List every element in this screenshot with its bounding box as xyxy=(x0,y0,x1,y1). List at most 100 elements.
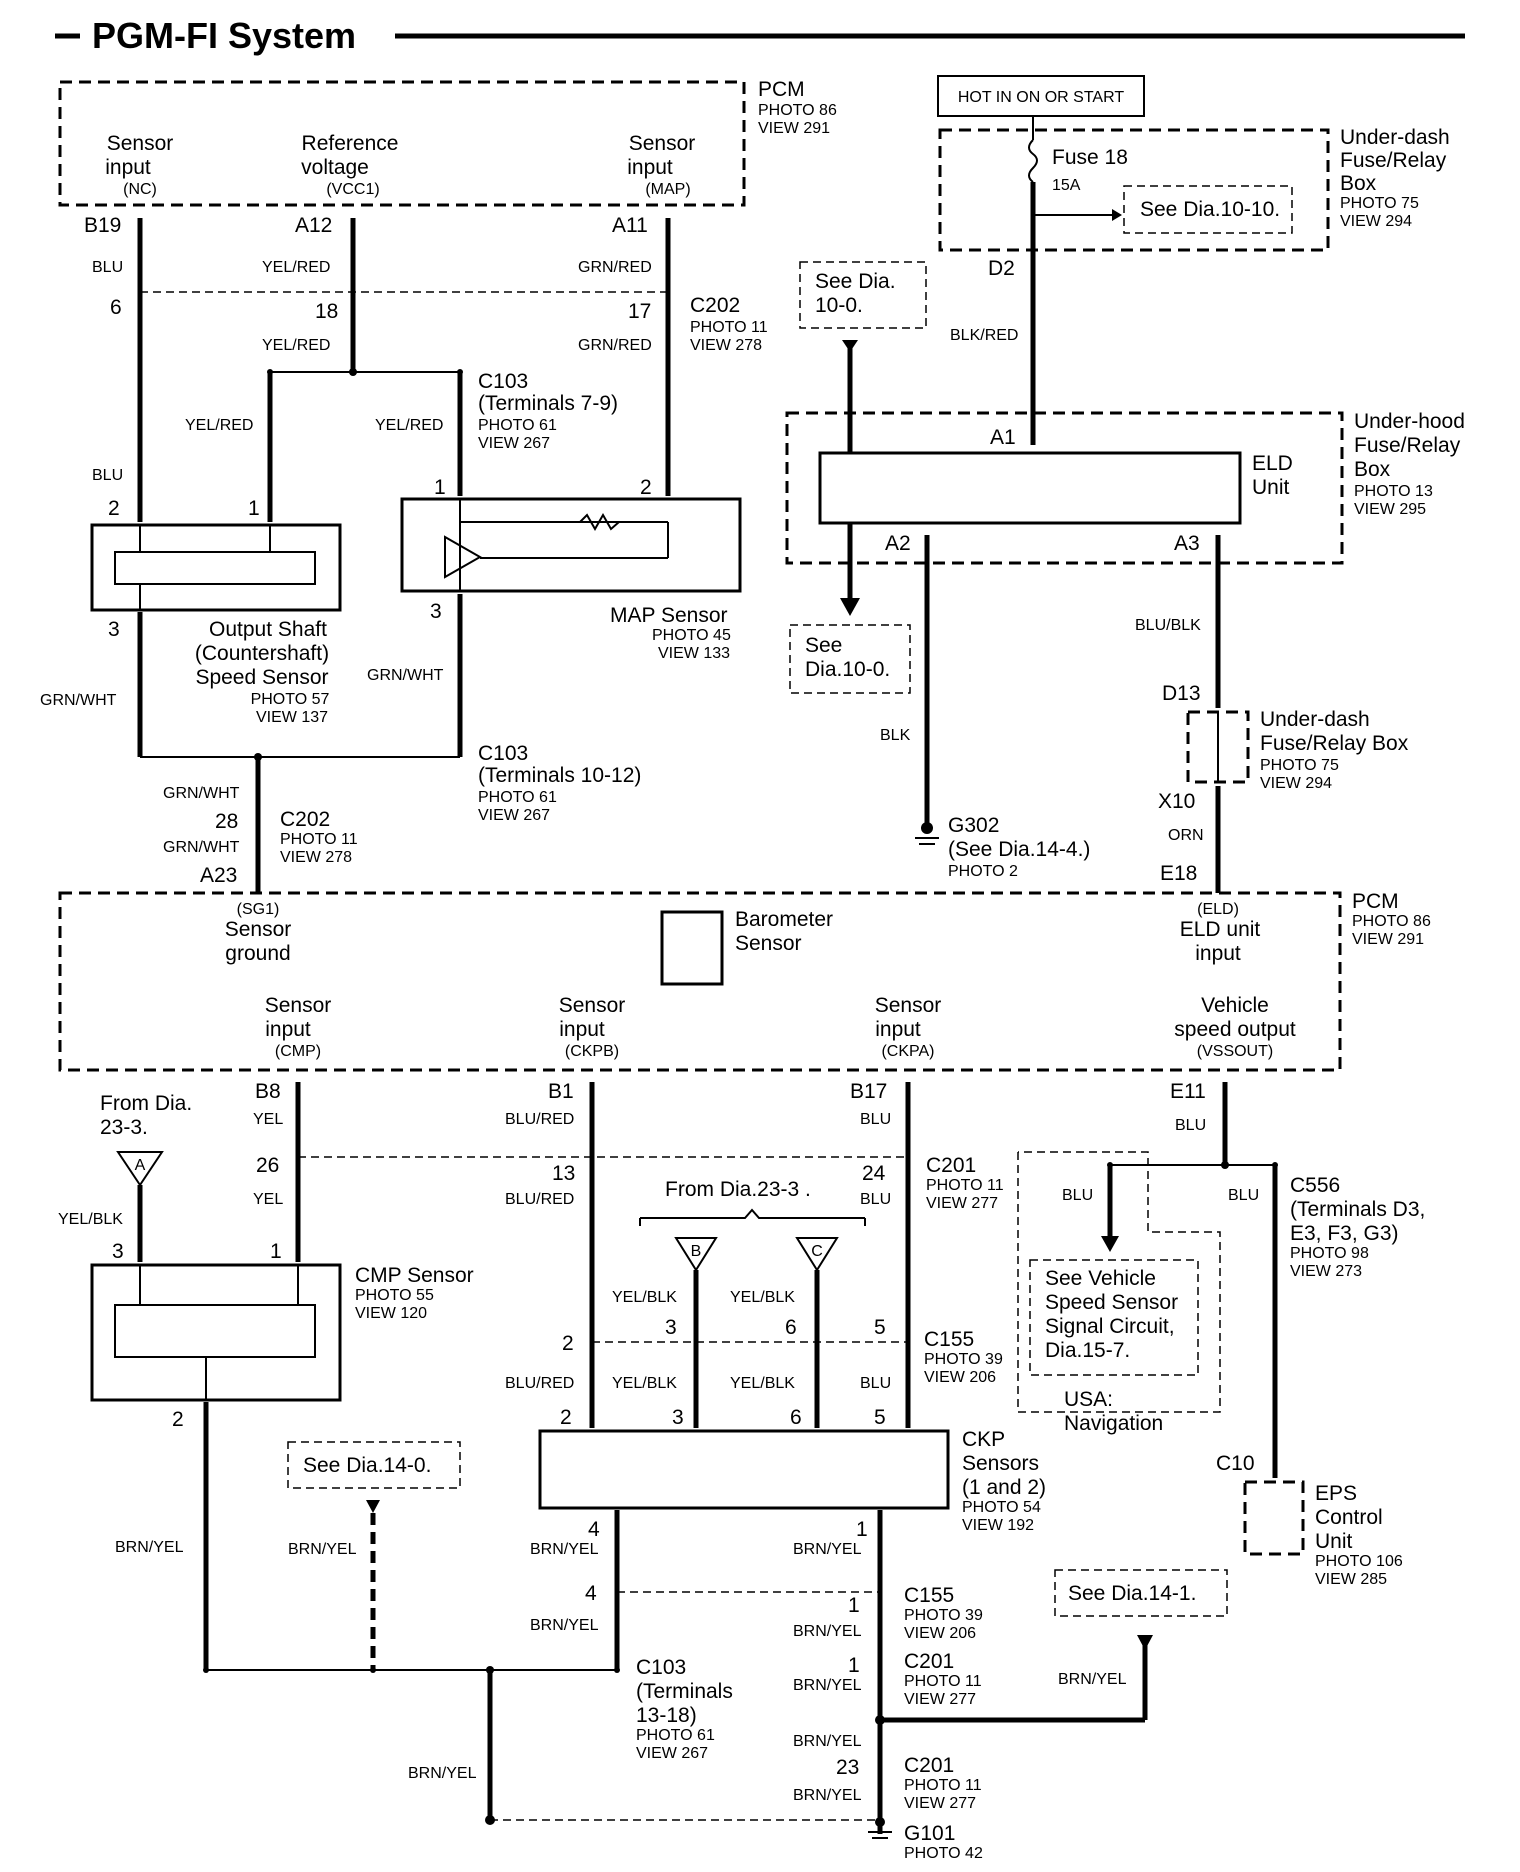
see-dia-10-0-bottom-box xyxy=(789,624,911,694)
ckp-wire-blured: BLU/RED xyxy=(505,1375,574,1392)
underhood-view: VIEW 295 xyxy=(1354,501,1426,518)
c103-a-terms: (Terminals 7-9) xyxy=(478,392,618,415)
c155-b-view: VIEW 206 xyxy=(904,1625,976,1642)
wire-label-blured-a: BLU/RED xyxy=(505,1111,574,1128)
ckp-name-2: Sensors xyxy=(962,1452,1039,1475)
c202-bot-pin: 28 xyxy=(215,810,238,833)
wire-label-grnred-a11: GRN/RED xyxy=(578,259,652,276)
ckp-pin-1: 1 xyxy=(856,1518,868,1541)
pcm-pin-a12-l2: voltage xyxy=(301,156,369,179)
g101-dot xyxy=(875,1817,885,1827)
map-sensor-box xyxy=(400,497,742,593)
c155-a-pin-3: 3 xyxy=(665,1316,677,1339)
c202-bot-view: VIEW 278 xyxy=(280,849,352,866)
wire-label-yelblk-b: YEL/BLK xyxy=(612,1289,677,1306)
c103-c-photo: PHOTO 61 xyxy=(636,1727,715,1744)
map-photo: PHOTO 45 xyxy=(652,627,731,644)
ckpa-in-2: input xyxy=(875,1018,921,1041)
connector-a-letter: A xyxy=(135,1157,146,1174)
see-dia-14-1: See Dia.14-1. xyxy=(1068,1582,1196,1605)
cmp-pin-1: 1 xyxy=(270,1240,282,1263)
vss-out-2: speed output xyxy=(1174,1018,1296,1041)
wire-label-yelred-c103: YEL/RED xyxy=(262,337,330,354)
sg1-sig: (SG1) xyxy=(237,901,280,918)
pcm-pin-a23: A23 xyxy=(200,864,237,887)
pcm-top-photo: PHOTO 86 xyxy=(758,102,837,119)
c103-c-end-r xyxy=(614,1667,620,1673)
wire-label-orn: ORN xyxy=(1168,827,1204,844)
eps-box xyxy=(1243,1480,1305,1556)
c201-a-view: VIEW 277 xyxy=(926,1195,998,1212)
c202-top-name: C202 xyxy=(690,294,740,317)
c201-a-pin-24: 24 xyxy=(862,1162,886,1185)
underdash-name-2: Fuse/Relay xyxy=(1340,149,1447,172)
underdash-fuse-box xyxy=(938,128,1330,252)
map-pin-1: 1 xyxy=(434,476,446,499)
eld-pin-a1: A1 xyxy=(990,426,1016,449)
sg1-label-1: Sensor xyxy=(225,918,292,941)
c202-top-pin-18: 18 xyxy=(315,300,338,323)
see-dia-10-0-bottom-1: See xyxy=(805,634,842,657)
usa-label-1: USA: xyxy=(1064,1388,1113,1411)
ckp-wire-yelblk-2: YEL/BLK xyxy=(730,1375,795,1392)
barometer-sensor-box xyxy=(660,910,724,986)
map-pin-2: 2 xyxy=(640,476,652,499)
see-dia-10-0-top-2: 10-0. xyxy=(815,294,863,317)
see-vss-1: See Vehicle xyxy=(1045,1267,1156,1290)
ckpb-in-2: input xyxy=(559,1018,605,1041)
c103-c-view: VIEW 267 xyxy=(636,1745,708,1762)
underdash2-name-2: Fuse/Relay Box xyxy=(1260,732,1409,755)
see-dia-10-10: See Dia.10-10. xyxy=(1140,198,1280,221)
c556-name: C556 xyxy=(1290,1174,1340,1197)
map-resistor xyxy=(579,512,620,532)
pcm-top-view: VIEW 291 xyxy=(758,120,830,137)
cmp-in-sig: (CMP) xyxy=(275,1043,321,1060)
ckp-wire-yelblk-1: YEL/BLK xyxy=(612,1375,677,1392)
see-dia-14-1-box xyxy=(1054,1569,1228,1617)
fuse-18-symbol xyxy=(1028,139,1038,183)
wire-label-yel-b: YEL xyxy=(253,1191,283,1208)
wire-label-blu-ckpa-a: BLU xyxy=(860,1111,891,1128)
c201-a-name: C201 xyxy=(926,1154,976,1177)
c155-a-pin-2: 2 xyxy=(562,1332,574,1355)
c202-bot-photo: PHOTO 11 xyxy=(280,831,358,848)
pin-b19: B19 xyxy=(84,214,121,237)
pin-b1: B1 xyxy=(548,1080,574,1103)
wire-label-brnyel-ckp1: BRN/YEL xyxy=(793,1541,862,1558)
pcm-pin-a11-sig: (MAP) xyxy=(645,181,690,198)
arrow-to-vss xyxy=(1101,1236,1119,1252)
ckp-sensors-box xyxy=(538,1429,950,1510)
eld-input-1: ELD unit xyxy=(1180,918,1261,941)
connector-b-icon xyxy=(674,1237,718,1272)
see-dia-10-0-top-box xyxy=(799,261,927,329)
see-dia-14-0: See Dia.14-0. xyxy=(303,1454,431,1477)
fuse-rating: 15A xyxy=(1052,177,1081,194)
c201-c-name: C201 xyxy=(904,1754,954,1777)
wire-label-yelblk-cmp: YEL/BLK xyxy=(58,1211,123,1228)
g302-dot xyxy=(921,822,933,834)
connector-b-letter: B xyxy=(691,1243,702,1260)
from-bc-label: From Dia.23-3 . xyxy=(665,1178,811,1201)
cmp-sensor-name: CMP Sensor xyxy=(355,1264,474,1287)
cmp-in-1: Sensor xyxy=(265,994,332,1017)
fuse-branch-arrow xyxy=(1112,209,1122,221)
wire-label-brnyel-c201c-a: BRN/YEL xyxy=(793,1733,862,1750)
usa-navigation-region xyxy=(1017,1151,1221,1413)
ckpa-in-1: Sensor xyxy=(875,994,942,1017)
wire-label-blured-b: BLU/RED xyxy=(505,1191,574,1208)
see-vss-4: Dia.15-7. xyxy=(1045,1339,1130,1362)
c155-b-pin-1: 1 xyxy=(848,1594,860,1617)
map-amplifier xyxy=(444,535,483,579)
ckp-pin-4: 4 xyxy=(588,1518,600,1541)
ckp-view: VIEW 192 xyxy=(962,1517,1034,1534)
wire-label-brnyel-c201c-b: BRN/YEL xyxy=(793,1787,862,1804)
pcm-pin-a11-l1: Sensor xyxy=(629,132,696,155)
map-sensor-name: MAP Sensor xyxy=(610,604,728,627)
pcm-pin-b19-l1: Sensor xyxy=(107,132,174,155)
c202-top-pin-17: 17 xyxy=(628,300,651,323)
see-dia-10-0-top-1: See Dia. xyxy=(815,270,896,293)
c155-b-name: C155 xyxy=(904,1584,954,1607)
from-a-2: 23-3. xyxy=(100,1116,148,1139)
wire-label-blu-ckpa-b: BLU xyxy=(860,1191,891,1208)
ckp-name-3: (1 and 2) xyxy=(962,1476,1046,1499)
